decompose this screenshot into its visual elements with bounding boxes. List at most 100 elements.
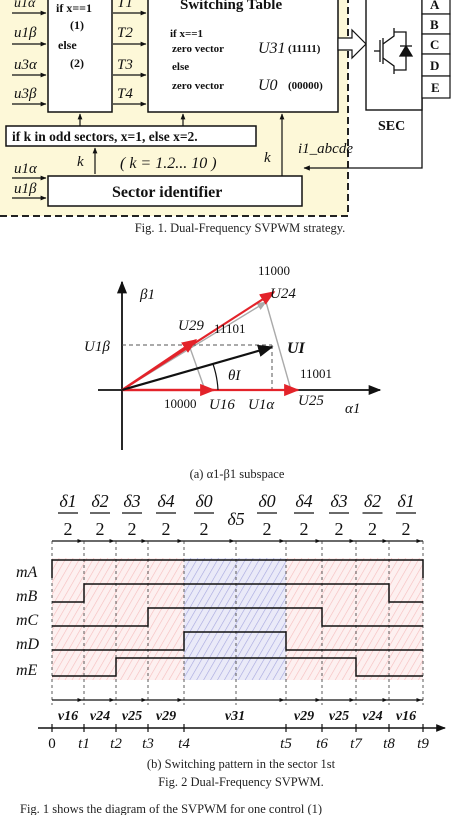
frac-den-8: 2 xyxy=(335,519,344,539)
vec-11101-code: 11101 xyxy=(214,321,246,336)
time-label-0: 0 xyxy=(48,736,56,752)
frac-den-4: 2 xyxy=(200,519,209,539)
frac-den-7: 2 xyxy=(300,519,309,539)
frac-den-3: 2 xyxy=(162,519,171,539)
k-label-right: k xyxy=(264,150,271,166)
fig1-block-diagram: u1α u1β u3α u3β if x==1 (1) else (2) T1 … xyxy=(0,0,451,217)
frac-num-8: δ3 xyxy=(330,491,347,511)
time-label-2: t2 xyxy=(110,736,122,752)
waveform-0 xyxy=(51,559,424,578)
rule-text: if k in odd sectors, x=1, else x=2. xyxy=(12,129,198,144)
if-line-2: (1) xyxy=(70,18,84,32)
fig2b-caption-line1: (b) Switching pattern in the sector 1st xyxy=(147,757,336,771)
footer-text: Fig. 1 shows the diagram of the SVPWM fo… xyxy=(20,802,322,815)
phase-e: E xyxy=(431,80,440,95)
time-label-4: t4 xyxy=(178,736,190,752)
sec-label: SEC xyxy=(378,119,405,134)
current-label: i1_abcde xyxy=(298,141,353,157)
frac-den-10: 2 xyxy=(402,519,411,539)
if-line-4: (2) xyxy=(70,56,84,70)
time-label-8: t8 xyxy=(383,736,395,752)
output-arrow xyxy=(337,28,367,60)
frac-num-9: δ2 xyxy=(364,491,381,511)
st-zero-1: zero vector xyxy=(172,43,224,55)
sec-block xyxy=(365,0,423,111)
frac-den-1: 2 xyxy=(96,519,105,539)
theta-label: θI xyxy=(228,368,241,384)
blue-hatch-band-right xyxy=(236,558,286,680)
waveform-2 xyxy=(52,607,423,627)
time-label-7: t7 xyxy=(350,736,363,752)
fig2b-caption-line2: Fig. 2 Dual-Frequency SVPWM. xyxy=(158,775,324,789)
rule-box xyxy=(5,125,257,147)
time-label-3: t3 xyxy=(142,736,154,752)
fig1-caption: Fig. 1. Dual-Frequency SVPWM strategy. xyxy=(135,221,346,235)
blue-hatch-band-left xyxy=(184,558,236,680)
sector-identifier-block xyxy=(47,175,303,207)
signal-label-4: mE xyxy=(16,662,38,679)
phase-c: C xyxy=(430,37,439,52)
phase-b: B xyxy=(430,17,439,32)
t-outputs: T1 T2 T3 T4 xyxy=(113,0,147,107)
t2-label: T2 xyxy=(117,25,133,41)
t4-label: T4 xyxy=(117,86,133,102)
fig2a-caption: (a) α1-β1 subspace xyxy=(190,467,285,481)
vector-label-4: v31 xyxy=(225,709,245,724)
frac-num-5: δ5 xyxy=(227,509,244,529)
vec-10000-code: 10000 xyxy=(164,396,197,411)
frac-den-0: 2 xyxy=(64,519,73,539)
vec-11000-code: 11000 xyxy=(258,263,290,278)
sector-identifier-label: Sector identifier xyxy=(112,184,222,201)
vec-u29: U29 xyxy=(178,318,204,334)
vec-11001-code: 11001 xyxy=(300,366,332,381)
st-u31: U31 xyxy=(258,40,286,57)
vector-label-6: v25 xyxy=(329,709,349,724)
st-u0: U0 xyxy=(258,77,278,94)
beta-axis-label: β1 xyxy=(139,287,155,303)
time-label-9: t9 xyxy=(417,736,429,752)
frac-num-10: δ1 xyxy=(397,491,414,511)
alpha-axis-label: α1 xyxy=(345,401,360,417)
frac-num-3: δ4 xyxy=(157,491,174,511)
frac-num-7: δ4 xyxy=(295,491,312,511)
waveform-1 xyxy=(52,583,423,603)
signal-label-0: mA xyxy=(16,564,38,581)
phase-boxes: A B C D E xyxy=(421,0,451,99)
switching-table-title: Switching Table xyxy=(180,0,282,13)
frac-num-4: δ0 xyxy=(195,491,212,511)
igbt-icon xyxy=(374,28,414,74)
vector-label-2: v25 xyxy=(122,709,142,724)
time-label-6: t6 xyxy=(316,736,328,752)
vector-label-3: v29 xyxy=(156,709,176,724)
switching-table-block xyxy=(147,0,339,113)
phase-a: A xyxy=(430,0,440,12)
vector-label-7: v24 xyxy=(362,709,382,724)
vector-label-8: v16 xyxy=(396,709,416,724)
input-u1a-bottom: u1α xyxy=(14,161,38,177)
k-range: ( k = 1.2... 10 ) xyxy=(120,155,217,172)
if-line-3: else xyxy=(58,38,77,52)
frac-num-6: δ0 xyxy=(258,491,275,511)
frac-num-1: δ2 xyxy=(91,491,108,511)
frac-den-2: 2 xyxy=(128,519,137,539)
time-label-5: t5 xyxy=(280,736,292,752)
waveform-4 xyxy=(52,657,423,677)
u1alpha-label: U1α xyxy=(248,397,275,413)
signal-label-2: mC xyxy=(16,612,39,629)
input-u3b: u3β xyxy=(14,86,37,102)
vec-u25: U25 xyxy=(298,393,324,409)
vec-u16: U16 xyxy=(209,397,235,413)
frac-den-6: 2 xyxy=(263,519,272,539)
vector-label-1: v24 xyxy=(90,709,110,724)
frac-num-2: δ3 xyxy=(123,491,140,511)
frac-num-0: δ1 xyxy=(59,491,76,511)
time-label-1: t1 xyxy=(78,736,90,752)
u1beta-label: U1β xyxy=(84,339,110,355)
st-else: else xyxy=(172,61,189,73)
if-block xyxy=(47,0,113,113)
st-00000: (00000) xyxy=(288,80,323,92)
phase-d: D xyxy=(430,58,439,73)
t3-label: T3 xyxy=(117,57,133,73)
